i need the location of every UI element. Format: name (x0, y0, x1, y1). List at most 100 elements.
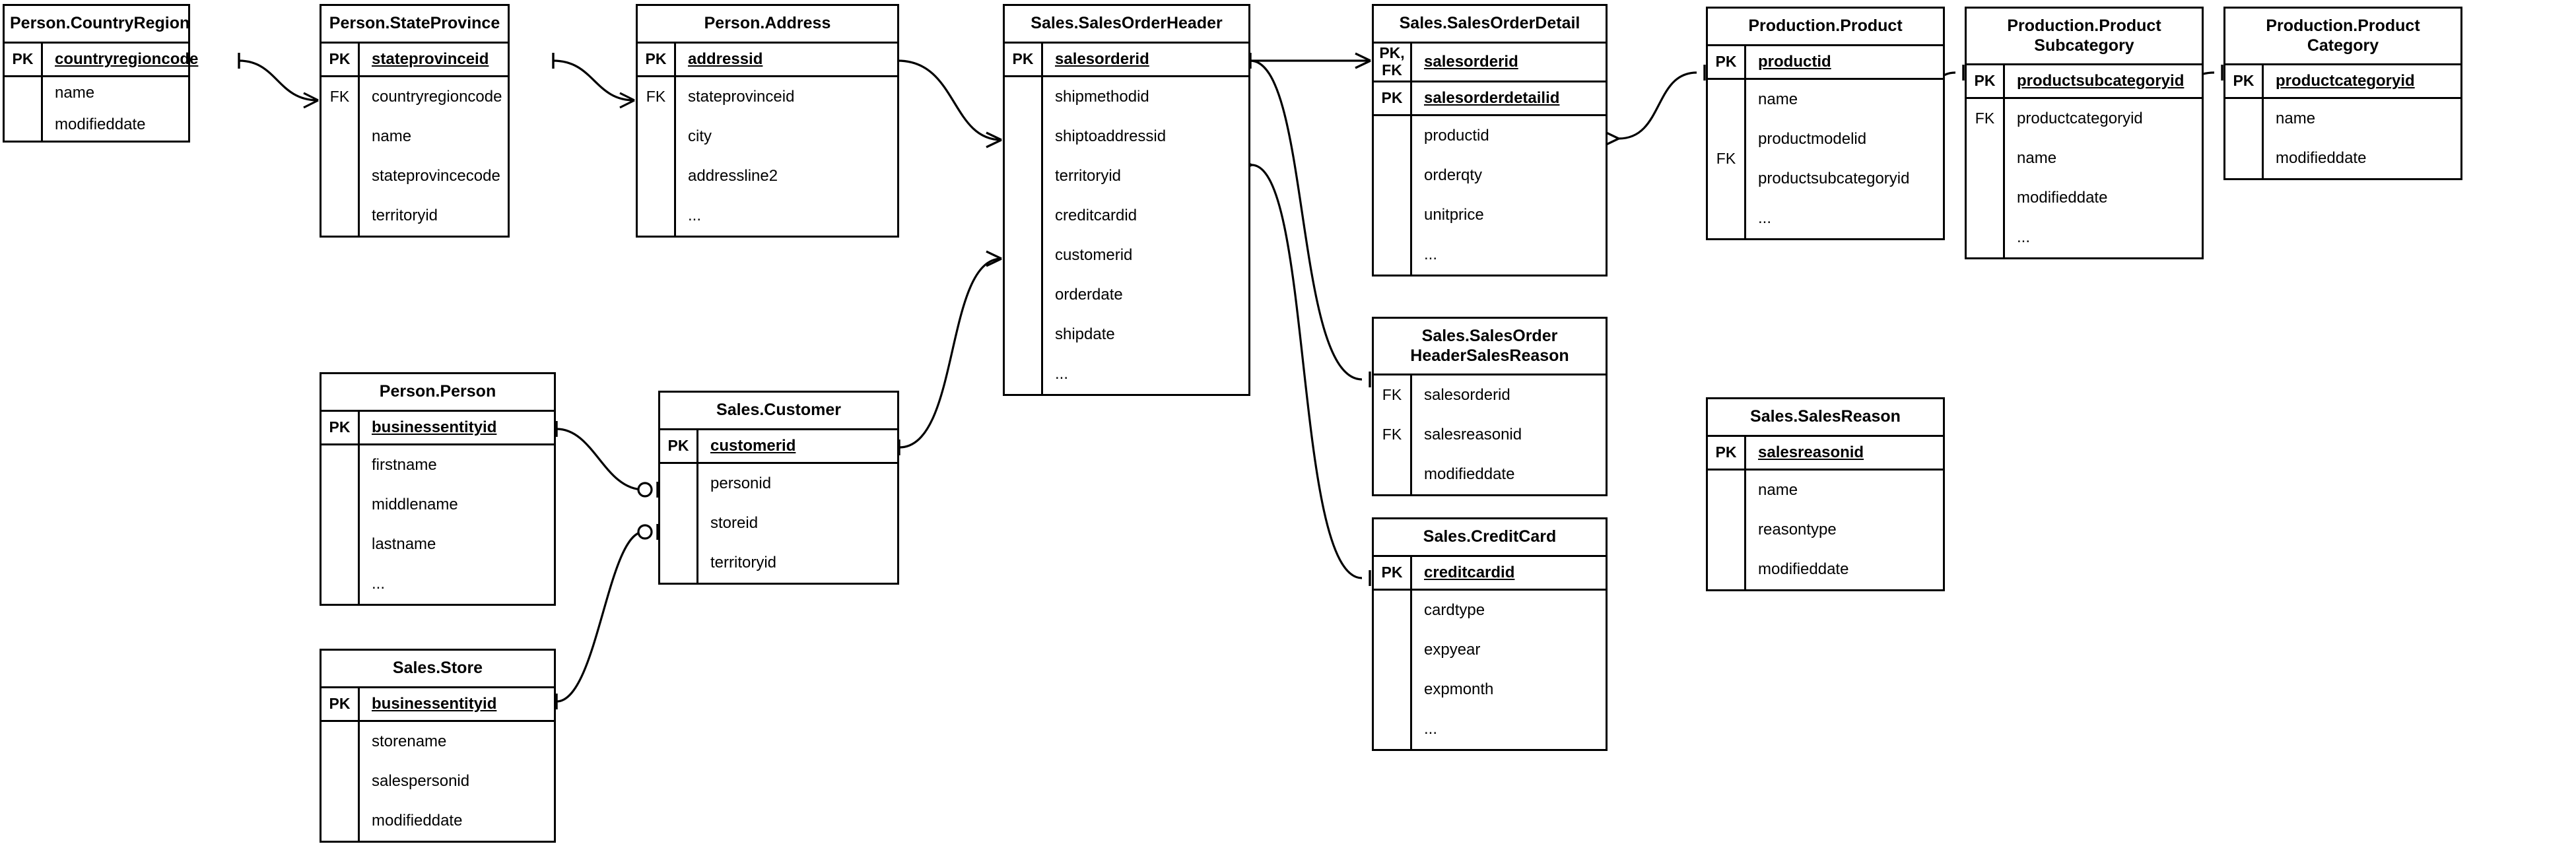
attribute-row[interactable]: PK stateprovinceid (322, 43, 508, 75)
attribute-row[interactable]: PK, FK salesorderid (1374, 43, 1606, 81)
attribute-row[interactable]: productmodelid (1746, 119, 1943, 159)
attribute-row[interactable]: cardtype (1374, 590, 1606, 630)
entity-production-productcategory[interactable]: Production.Product Category PK productca… (2223, 7, 2462, 180)
attribute-row[interactable]: salespersonid (322, 761, 554, 801)
attribute-row[interactable]: modifieddate (322, 800, 554, 841)
entity-title: Production.Product Category (2225, 9, 2460, 65)
attribute-row[interactable]: unitprice (1374, 195, 1606, 235)
attribute-row[interactable]: FK stateprovinceid (638, 77, 897, 117)
attribute-row[interactable]: modifieddate (1374, 455, 1606, 494)
attribute-row[interactable]: ... (322, 564, 554, 604)
attribute-row[interactable]: PK countryregioncode (5, 43, 198, 75)
attribute-row[interactable]: stateprovincecode (322, 156, 508, 196)
attribute-row[interactable]: expmonth (1374, 669, 1606, 709)
attribute-row[interactable]: expyear (1374, 630, 1606, 670)
attribute-row[interactable]: FK productcategoryid (1967, 99, 2202, 139)
attributes-section: name modifieddate (5, 77, 188, 141)
rel-salesorderheader-salesorderdetail (1249, 52, 1371, 69)
attribute-row[interactable]: productsubcategoryid (1746, 159, 1943, 199)
attribute-row[interactable]: PK salesorderdetailid (1374, 82, 1606, 114)
attribute-row[interactable]: ... (1374, 234, 1606, 275)
attribute-row[interactable]: name (5, 77, 188, 109)
entity-sales-salesorderheadersalesreason[interactable]: Sales.SalesOrder HeaderSalesReason FK sa… (1372, 317, 1608, 496)
attribute-row[interactable]: PK productid (1708, 46, 1943, 78)
attribute-row[interactable]: storeid (660, 503, 897, 543)
attribute-row[interactable]: storename (322, 721, 554, 762)
attribute-row[interactable]: PK productsubcategoryid (1967, 65, 2202, 97)
attribute-row[interactable]: customerid (1005, 235, 1248, 275)
attribute-name: productid (1758, 52, 1831, 71)
entity-sales-customer[interactable]: Sales.Customer PK customerid personid st… (658, 391, 899, 585)
entity-production-product[interactable]: Production.Product PK productid FK name … (1706, 7, 1945, 240)
attribute-row[interactable]: PK creditcardid (1374, 556, 1606, 589)
attribute-row[interactable]: modifieddate (2225, 139, 2460, 178)
entity-person-person[interactable]: Person.Person PK businessentityid firstn… (320, 372, 556, 606)
attribute-row[interactable]: shipdate (1005, 314, 1248, 354)
rel-person-customer (555, 421, 659, 498)
attribute-row[interactable]: name (2225, 99, 2460, 139)
attribute-row[interactable]: modifieddate (5, 108, 188, 141)
attribute-row[interactable]: ... (1374, 709, 1606, 749)
attribute-name: city (688, 127, 712, 145)
attribute-name: stateprovinceid (372, 49, 489, 68)
attribute-row[interactable]: territoryid (1005, 156, 1248, 196)
attribute-row[interactable]: ... (1005, 354, 1248, 394)
entity-sales-salesorderdetail[interactable]: Sales.SalesOrderDetail PK, FK salesorder… (1372, 4, 1608, 277)
rel-store-customer (555, 524, 659, 709)
entity-sales-salesorderheader[interactable]: Sales.SalesOrderHeader PK salesorderid s… (1003, 4, 1250, 396)
attribute-row[interactable]: personid (660, 463, 897, 504)
key-label (638, 195, 676, 236)
attribute-row[interactable]: orderqty (1374, 155, 1606, 195)
entity-sales-creditcard[interactable]: Sales.CreditCard PK creditcardid cardtyp… (1372, 517, 1608, 751)
entity-sales-salesreason[interactable]: Sales.SalesReason PK salesreasonid name … (1706, 397, 1945, 591)
key-label (322, 484, 360, 525)
entity-person-stateprovince[interactable]: Person.StateProvince PK stateprovinceid … (320, 4, 510, 238)
attribute-row[interactable]: city (638, 116, 897, 156)
attribute-row[interactable]: name (1746, 80, 1943, 119)
entity-title: Production.Product (1708, 9, 1943, 46)
attributes-section: FK name productmodelid productsubcategor… (1708, 79, 1943, 238)
key-label (660, 503, 698, 543)
attribute-row[interactable]: reasontype (1708, 509, 1943, 550)
entity-body: PK salesreasonid name reasontype modifie… (1708, 436, 1943, 589)
entity-production-productsubcategory[interactable]: Production.Product Subcategory PK produc… (1965, 7, 2204, 259)
attribute-row[interactable]: PK productcategoryid (2225, 65, 2460, 97)
key-label: PK (638, 43, 676, 75)
entity-sales-store[interactable]: Sales.Store PK businessentityid storenam… (320, 649, 556, 843)
attribute-row[interactable]: lastname (322, 524, 554, 564)
attribute-row[interactable]: middlename (322, 484, 554, 525)
entity-person-countryregion[interactable]: Person.CountryRegion PK countryregioncod… (3, 4, 198, 143)
attribute-row[interactable]: FK countryregioncode (322, 77, 508, 117)
attribute-row[interactable]: territoryid (660, 542, 897, 583)
attribute-row[interactable]: FK salesorderid (1374, 375, 1606, 415)
attribute-row[interactable]: addressline2 (638, 156, 897, 196)
attribute-row[interactable]: firstname (322, 445, 554, 485)
attribute-row[interactable]: PK salesorderid (1005, 43, 1248, 75)
attribute-row[interactable]: name (1967, 139, 2202, 178)
attribute-name: name (1758, 480, 1798, 499)
attribute-row[interactable]: ... (1967, 218, 2202, 257)
attribute-row[interactable]: ... (1746, 199, 1943, 238)
attribute-row[interactable]: PK businessentityid (322, 411, 554, 443)
attribute-row[interactable]: modifieddate (1708, 549, 1943, 589)
key-label (1374, 669, 1412, 709)
attribute-row[interactable]: PK businessentityid (322, 688, 554, 720)
pk-section: PK productcategoryid (2225, 65, 2460, 99)
attribute-row[interactable]: productid (1374, 115, 1606, 156)
attribute-row[interactable]: modifieddate (1967, 178, 2202, 218)
attribute-row[interactable]: shipmethodid (1005, 77, 1248, 117)
attribute-row[interactable]: ... (638, 195, 897, 236)
attribute-row[interactable]: orderdate (1005, 275, 1248, 315)
attribute-row[interactable]: creditcardid (1005, 195, 1248, 236)
attribute-row[interactable]: PK addressid (638, 43, 897, 75)
attribute-row[interactable]: PK salesreasonid (1708, 436, 1943, 469)
attribute-row[interactable]: territoryid (322, 195, 508, 236)
attribute-name: territoryid (372, 206, 438, 224)
attribute-row[interactable]: FK salesreasonid (1374, 415, 1606, 455)
key-label (322, 800, 360, 841)
entity-person-address[interactable]: Person.Address PK addressid FK stateprov… (636, 4, 899, 238)
attribute-row[interactable]: name (322, 116, 508, 156)
attribute-row[interactable]: PK customerid (660, 430, 897, 462)
attribute-row[interactable]: name (1708, 470, 1943, 510)
attribute-row[interactable]: shiptoaddressid (1005, 116, 1248, 156)
